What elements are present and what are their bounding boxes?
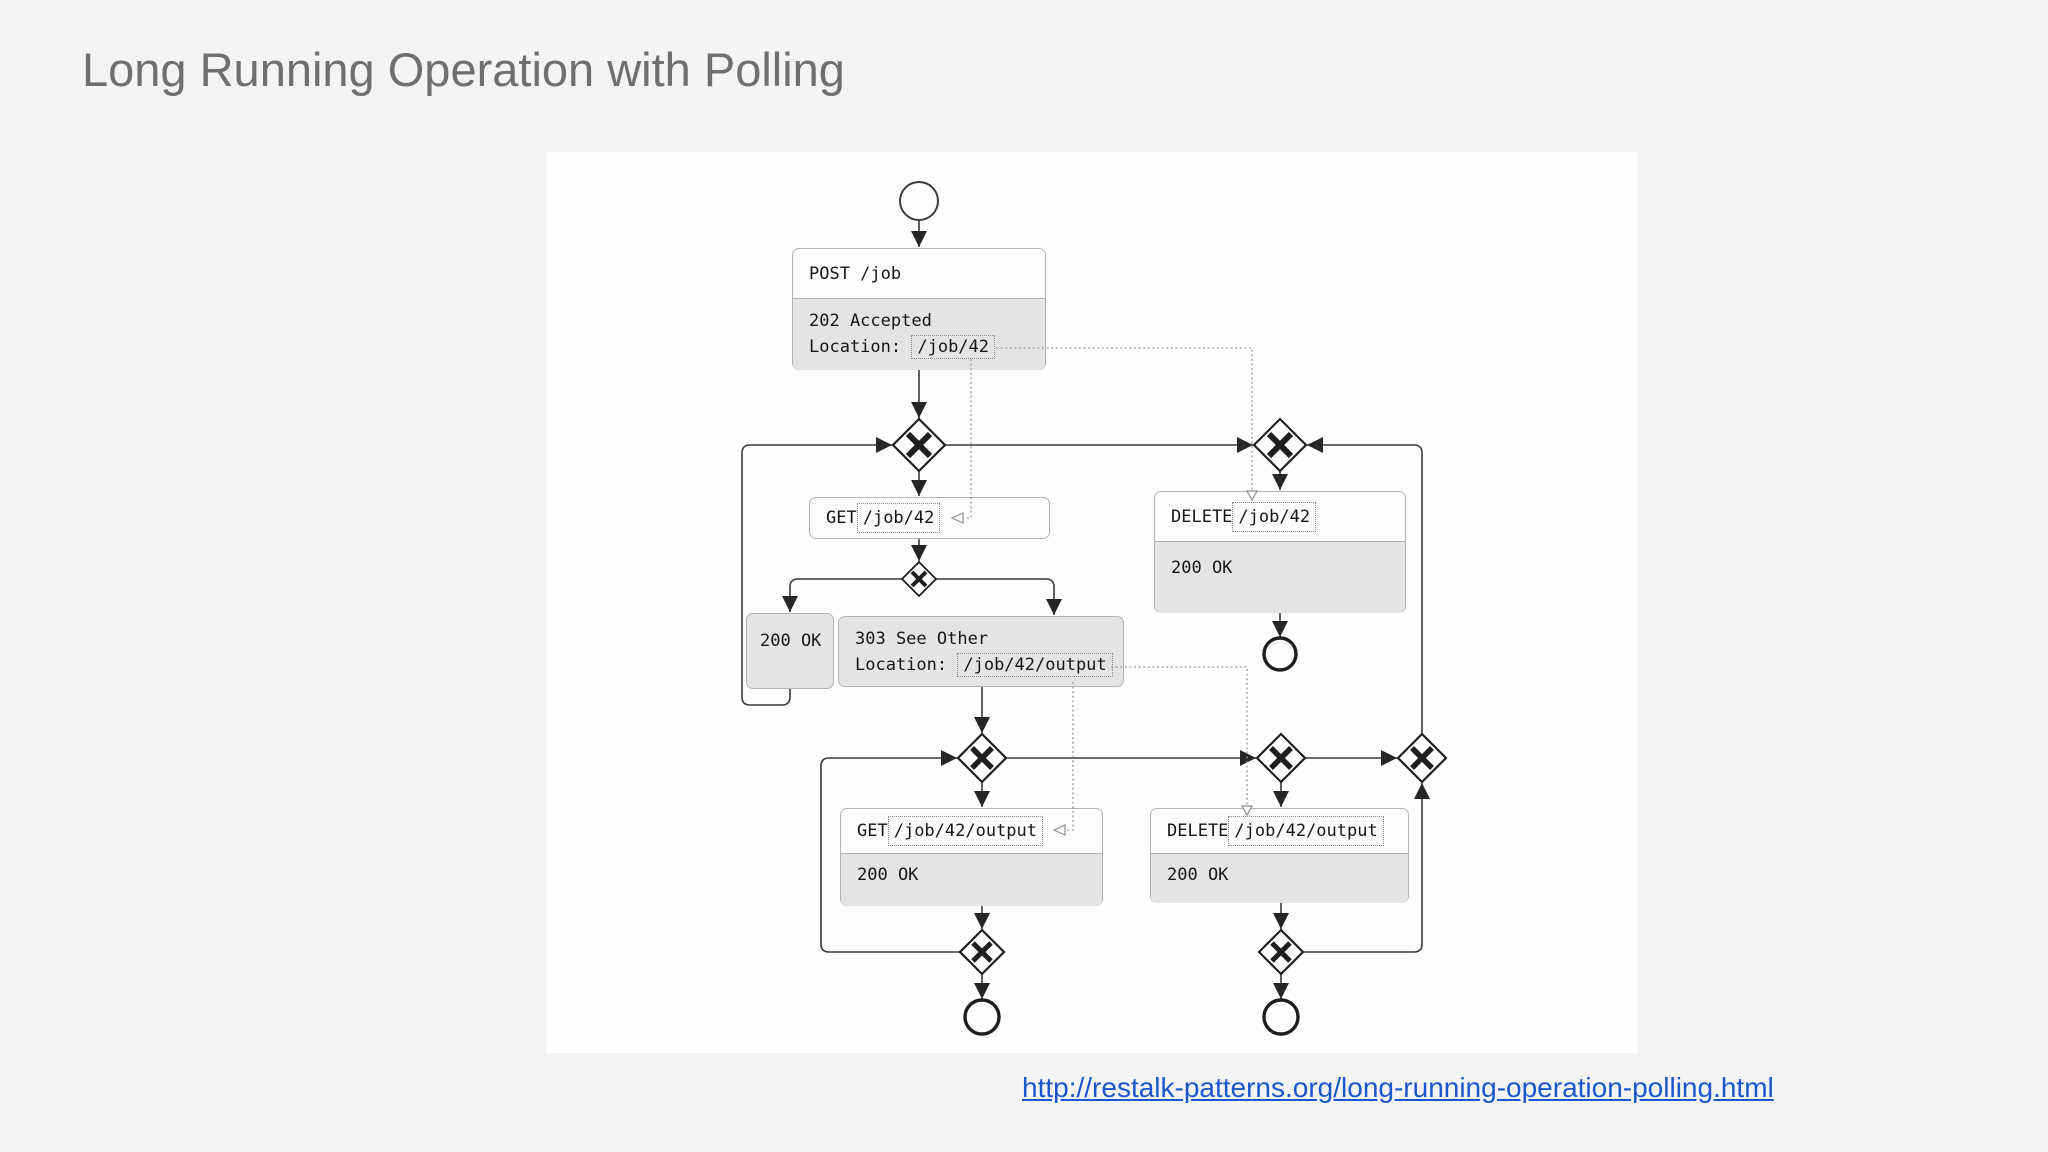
page-title: Long Running Operation with Polling: [82, 43, 845, 96]
response-status: 303 See Other: [855, 629, 989, 649]
start-event-icon: [899, 181, 939, 221]
task-get-output-response: 200 OK: [841, 853, 1102, 906]
exclusive-gateway-icon: [1255, 732, 1307, 784]
resource-param: /job/42: [1232, 501, 1317, 532]
task-post-job-title: POST /job: [793, 249, 1045, 298]
task-get-job: GET /job/42: [809, 497, 1050, 539]
exclusive-gateway-icon: [900, 560, 938, 598]
resource-param: /job/42/output: [1228, 816, 1384, 846]
response-status: 200 OK: [857, 865, 919, 885]
task-delete-output-response: 200 OK: [1151, 853, 1408, 903]
assoc-job42-to-get: [964, 359, 972, 519]
resource-param: /job/42: [856, 503, 941, 533]
task-delete-job: DELETE /job/42 200 OK: [1154, 491, 1406, 613]
http-method-label: DELETE: [1171, 506, 1233, 527]
response-status: 200 OK: [1167, 865, 1229, 885]
source-link[interactable]: http://restalk-patterns.org/long-running…: [1022, 1072, 1774, 1103]
diagram-panel: POST /job 202 Accepted Location: /job/42…: [547, 152, 1637, 1053]
flow-gateway-b-to-303: [936, 578, 1062, 615]
end-event-icon: [1262, 636, 1298, 672]
resource-param: /job/42/output: [957, 653, 1113, 677]
task-get-output-title: GET /job/42/output: [841, 809, 1102, 853]
task-post-job-response: 202 Accepted Location: /job/42: [793, 298, 1045, 370]
exclusive-gateway-icon: [1257, 928, 1305, 976]
http-method-label: DELETE: [1167, 821, 1229, 841]
resource-param: /job/42/output: [887, 816, 1044, 846]
response-status: 200 OK: [1171, 558, 1233, 578]
task-post-job: POST /job 202 Accepted Location: /job/42: [792, 248, 1046, 370]
http-method-label: GET: [857, 821, 888, 841]
location-header-label: Location:: [809, 337, 912, 357]
task-delete-job-response: 200 OK: [1155, 541, 1405, 613]
flow-gateway-b-to-200ok: [782, 578, 902, 612]
exclusive-gateway-icon: [1252, 417, 1308, 473]
resource-param: /job/42: [911, 335, 996, 359]
assoc-output-to-delete-output: [1111, 666, 1248, 806]
response-status: 202 Accepted: [809, 311, 932, 331]
diagram-connectors: [741, 181, 1448, 1036]
exclusive-gateway-icon: [956, 732, 1008, 784]
poll-response-303-see-other: 303 See Other Location: /job/42/output: [838, 616, 1124, 687]
http-method-label: GET: [826, 508, 857, 528]
end-event-icon: [1262, 998, 1300, 1036]
http-method-label: POST /job: [809, 263, 902, 284]
poll-response-200-ok: 200 OK: [746, 613, 834, 689]
response-status: 200 OK: [760, 631, 822, 651]
exclusive-gateway-icon: [891, 417, 947, 473]
task-get-output: GET /job/42/output 200 OK: [840, 808, 1103, 906]
task-delete-output-title: DELETE /job/42/output: [1151, 809, 1408, 853]
exclusive-gateway-icon: [1396, 732, 1448, 784]
location-header-label: Location:: [855, 655, 958, 675]
exclusive-gateway-icon: [958, 928, 1006, 976]
end-event-icon: [963, 998, 1001, 1036]
task-delete-job-title: DELETE /job/42: [1155, 492, 1405, 541]
task-delete-output: DELETE /job/42/output 200 OK: [1150, 808, 1409, 903]
